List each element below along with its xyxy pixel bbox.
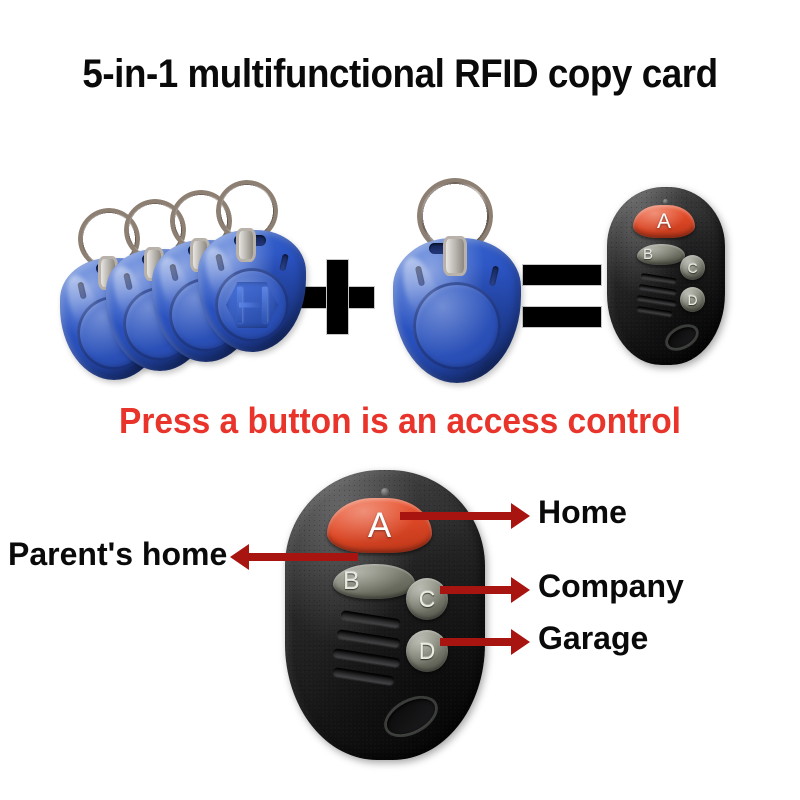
remote-grip-ribs: [332, 610, 419, 686]
remote-button-d[interactable]: D: [680, 287, 705, 312]
remote-button-a[interactable]: A: [633, 205, 695, 238]
slogan-text: Press a button is an access control: [119, 400, 681, 441]
callout-label-parents-home: Parent's home: [8, 536, 228, 572]
remote-button-c[interactable]: C: [680, 255, 705, 280]
keyfob-slot-left: [169, 263, 179, 282]
single-keyfob: [385, 178, 525, 393]
callout-label-company: Company: [538, 568, 684, 604]
callout-arrow-home: [400, 512, 512, 520]
callout-arrow-company: [440, 586, 512, 594]
emblem-crossbar: [239, 302, 265, 308]
ring-clip: [236, 228, 256, 262]
product-equation: A B C D: [0, 160, 800, 390]
hexagon-h-emblem-icon: [226, 282, 278, 328]
keyfob-slot-left: [215, 253, 225, 272]
remote-button-b[interactable]: B: [637, 244, 685, 265]
plus-symbol: [300, 260, 374, 334]
equals-symbol: [523, 265, 601, 327]
remote-button-d[interactable]: D: [406, 630, 448, 672]
remote-control-small: A B C D: [607, 187, 725, 365]
keyfob-item-front: [198, 180, 306, 352]
callout-arrow-garage: [440, 638, 512, 646]
led-indicator: [381, 488, 389, 496]
equals-bottom-bar: [523, 307, 601, 327]
keyfob-slot-right: [279, 253, 289, 272]
keyfob-slot-left: [414, 265, 426, 287]
plus-vertical-bar: [327, 260, 348, 334]
callout-label-garage: Garage: [538, 620, 649, 656]
keyfob-stack: [60, 180, 310, 390]
keyfob-item: [393, 178, 521, 383]
keyfob-face: [413, 282, 501, 370]
callout-label-home: Home: [538, 494, 627, 530]
page-title: 5-in-1 multifunctional RFID copy card: [82, 52, 718, 96]
remote-grip-ribs: [636, 273, 689, 317]
keyfob-face: [215, 268, 289, 342]
remote-button-a[interactable]: A: [327, 498, 432, 553]
keyfob-slot-right: [488, 265, 500, 287]
led-indicator: [663, 199, 668, 204]
remote-callout-diagram: A B C D Home Company Garage Parent's hom…: [0, 460, 800, 790]
keyfob-slot-left: [77, 281, 87, 300]
remote-button-b[interactable]: B: [333, 564, 415, 599]
equals-top-bar: [523, 265, 601, 285]
remote-button-c[interactable]: C: [406, 578, 448, 620]
callout-arrow-parents-home: [248, 553, 358, 561]
keyfob-slot-left: [123, 272, 133, 291]
ring-clip: [443, 236, 467, 276]
